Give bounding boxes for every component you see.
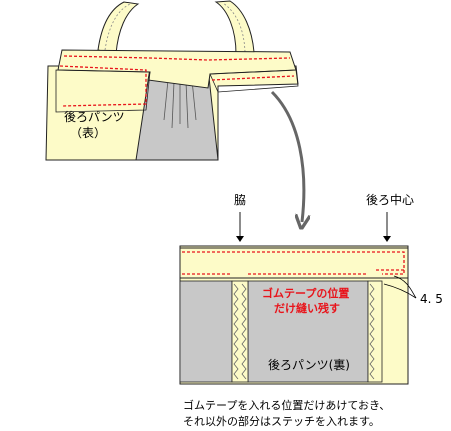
right-strap-stitch xyxy=(222,2,246,53)
left-flap xyxy=(55,69,151,113)
label-back-pants-outside-line1: 後ろパンツ xyxy=(64,110,125,124)
label-measurement: 4. 5 xyxy=(420,292,443,306)
label-center-back: 後ろ中心 xyxy=(366,192,414,207)
center-back-arrowhead xyxy=(383,236,391,242)
gather-lines xyxy=(163,79,197,129)
label-leave-unsewn-line1: ゴムテープの位置 xyxy=(262,286,349,300)
seam-allowance-left xyxy=(231,280,249,383)
detail-illustration xyxy=(179,245,409,385)
lining-left xyxy=(179,280,233,383)
label-side-seam: 脇 xyxy=(234,193,246,207)
label-back-pants-inside: 後ろパンツ(裏) xyxy=(268,357,350,372)
right-flap xyxy=(209,69,299,93)
measurement-leaders xyxy=(383,275,417,299)
instruction-caption: ゴムテープを入れる位置だけあけておき、 それ以外の部分はステッチを入れます。 xyxy=(183,398,445,430)
left-strap xyxy=(97,1,140,55)
caption-line-1: ゴムテープを入れる位置だけあけておき、 xyxy=(183,399,391,412)
left-strap-stitch xyxy=(104,3,131,51)
zigzag-left-a xyxy=(233,283,239,380)
top-stitch-lines xyxy=(59,55,295,107)
lining-center xyxy=(247,280,369,383)
detail-waistband xyxy=(179,247,409,279)
detail-stitch-lines xyxy=(182,251,405,275)
zigzag-right xyxy=(369,283,375,380)
right-strap xyxy=(214,0,255,55)
label-back-pants-outside-line2: （表） xyxy=(70,126,106,140)
side-seam-arrowhead xyxy=(236,236,244,242)
zigzag-left-b xyxy=(241,283,247,380)
top-pants-illustration xyxy=(45,0,299,161)
seam-allowance-right xyxy=(367,280,383,383)
label-leave-unsewn-line2: だけ縫い残す xyxy=(274,301,340,315)
curved-arrow xyxy=(270,90,304,222)
caption-line-2: それ以外の部分はステッチを入れます。 xyxy=(183,415,380,428)
